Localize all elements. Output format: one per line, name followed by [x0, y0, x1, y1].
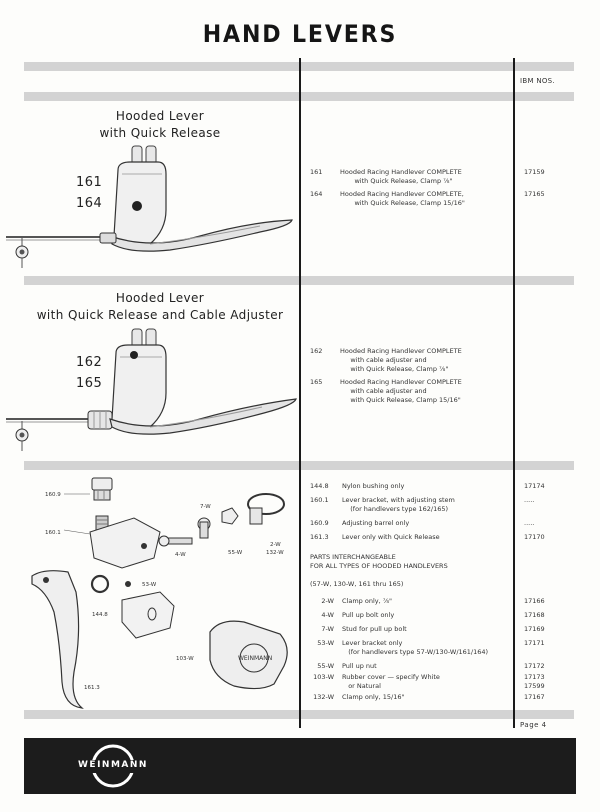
- section1-title-line1: Hooded Lever: [115, 109, 205, 123]
- part-description: Hooded Racing Handlever COMPLETE with ca…: [340, 378, 462, 404]
- section1-model-161: 161: [76, 175, 103, 190]
- section1-entry: 164 Hooded Racing Handlever COMPLETE, wi…: [310, 190, 510, 210]
- footer-band: WEINMANN: [24, 738, 576, 794]
- part-description: Lever only with Quick Release: [342, 533, 440, 541]
- interchangeable-models: (57-W, 130-W, 161 thru 165): [310, 580, 404, 588]
- hooded-lever-cable-adjuster-illustration: [6, 328, 297, 451]
- ibm-number: 17159: [524, 168, 545, 176]
- part-number: 144.8: [310, 482, 329, 490]
- ibm-number: 17174: [524, 482, 545, 490]
- part-description: Clamp only, ⅞": [342, 597, 393, 605]
- section3-entry: 160.9 Adjusting barrel only: [310, 519, 510, 529]
- part-description: Hooded Racing Handlever COMPLETE, with Q…: [340, 190, 465, 207]
- part-row: 2-W Clamp only, ⅞": [310, 597, 510, 607]
- ibm-number: .....: [524, 519, 535, 527]
- brand-wordmark: WEINMANN: [78, 760, 148, 770]
- ibm-number: 17171: [524, 639, 545, 647]
- callout-4-w: 4-W: [175, 552, 186, 558]
- part-number: 164: [310, 190, 323, 198]
- section3-entry: 161.3 Lever only with Quick Release: [310, 533, 510, 543]
- ibm-number: 17172: [524, 662, 545, 670]
- part-number: 161.3: [310, 533, 329, 541]
- part-row: 55-W Pull up nut: [310, 662, 510, 672]
- section3-entry: 144.8 Nylon bushing only: [310, 482, 510, 492]
- section2-model-162: 162: [76, 355, 103, 370]
- page-title: HAND LEVERS: [202, 20, 398, 48]
- section3-entry: 160.1 Lever bracket, with adjusting stem…: [310, 496, 510, 516]
- section2-entry: 162 Hooded Racing Handlever COMPLETE wit…: [310, 347, 510, 375]
- ibm-number: 17167: [524, 693, 545, 701]
- weinmann-logo-icon: [76, 744, 150, 788]
- part-description: Rubber cover — specify White or Natural: [342, 673, 440, 690]
- part-number: 55-W: [317, 662, 334, 670]
- hooded-lever-quick-release-illustration: [6, 145, 293, 268]
- part-number: 103-W: [313, 673, 334, 681]
- part-number: 4-W: [321, 611, 334, 619]
- section1-title: Hooded Lever with Quick Release: [60, 108, 260, 142]
- part-row: 103-W Rubber cover — specify White or Na…: [310, 673, 510, 693]
- section1-model-164: 164: [76, 196, 103, 211]
- exploded-parts-diagram: WEINMANN: [31, 477, 288, 709]
- part-description: Pull up nut: [342, 662, 377, 670]
- ibm-number: 17170: [524, 533, 545, 541]
- section3-entries: 144.8 Nylon bushing only 160.1 Lever bra…: [310, 482, 510, 552]
- callout-2-w: 2-W: [270, 542, 281, 548]
- callout-55-w: 55-W: [228, 550, 243, 556]
- part-number: 160.1: [310, 496, 329, 504]
- callout-144-8: 144.8: [92, 612, 108, 618]
- column-rule-left: [299, 58, 301, 728]
- section1-entry: 161 Hooded Racing Handlever COMPLETE wit…: [310, 168, 510, 188]
- callout-132-w: 132-W: [266, 550, 284, 556]
- part-number: 7-W: [321, 625, 334, 633]
- section2-entry: 165 Hooded Racing Handlever COMPLETE wit…: [310, 378, 510, 406]
- section2-model-165: 165: [76, 376, 103, 391]
- ibm-number: 17169: [524, 625, 545, 633]
- ibm-number: 17166: [524, 597, 545, 605]
- section2-title-line1: Hooded Lever: [115, 291, 205, 305]
- ibm-column-header: IBM NOS.: [520, 77, 555, 85]
- part-description: Hooded Racing Handlever COMPLETE with ca…: [340, 347, 462, 373]
- callout-7-w: 7-W: [200, 504, 211, 510]
- interchangeable-header: PARTS INTERCHANGEABLE FOR ALL TYPES OF H…: [310, 553, 448, 570]
- part-description: Lever bracket, with adjusting stem (for …: [342, 496, 455, 513]
- section2-title-line2: with Quick Release and Cable Adjuster: [36, 308, 284, 322]
- callout-160-1: 160.1: [45, 530, 61, 536]
- section1-title-line2: with Quick Release: [99, 126, 221, 140]
- page-number: Page 4: [520, 721, 547, 729]
- part-row: 7-W Stud for pull up bolt: [310, 625, 510, 635]
- part-description: Hooded Racing Handlever COMPLETE with Qu…: [340, 168, 462, 185]
- ibm-number: 17173 17599: [524, 673, 545, 690]
- part-number: 160.9: [310, 519, 329, 527]
- part-description: Adjusting barrel only: [342, 519, 410, 527]
- section2-title: Hooded Lever with Quick Release and Cabl…: [20, 290, 300, 324]
- column-rule-right: [513, 58, 515, 728]
- part-row: 4-W Pull up bolt only: [310, 611, 510, 621]
- part-row: 53-W Lever bracket only (for handlevers …: [310, 639, 510, 659]
- part-description: Pull up bolt only: [342, 611, 395, 619]
- part-number: 132-W: [313, 693, 334, 701]
- part-number: 165: [310, 378, 323, 386]
- svg-text:WEINMANN: WEINMANN: [238, 655, 272, 662]
- callout-161-3: 161.3: [84, 685, 100, 691]
- ibm-number: .....: [524, 496, 535, 504]
- part-number: 53-W: [317, 639, 334, 647]
- ibm-number: 17165: [524, 190, 545, 198]
- part-description: Clamp only, 15/16": [342, 693, 405, 701]
- ibm-number: 17168: [524, 611, 545, 619]
- part-number: 161: [310, 168, 323, 176]
- part-description: Stud for pull up bolt: [342, 625, 407, 633]
- part-number: 2-W: [321, 597, 334, 605]
- part-description: Lever bracket only (for handlevers type …: [342, 639, 489, 656]
- part-description: Nylon bushing only: [342, 482, 405, 490]
- parts-list: 2-W Clamp only, ⅞" 4-W Pull up bolt only…: [310, 597, 510, 707]
- part-row: 132-W Clamp only, 15/16": [310, 693, 510, 703]
- part-number: 162: [310, 347, 323, 355]
- callout-53-w: 53-W: [142, 582, 157, 588]
- section2-entries: 162 Hooded Racing Handlever COMPLETE wit…: [310, 347, 510, 417]
- callout-103-w: 103-W: [176, 656, 194, 662]
- callout-160-9: 160.9: [45, 492, 61, 498]
- section1-entries: 161 Hooded Racing Handlever COMPLETE wit…: [310, 168, 510, 228]
